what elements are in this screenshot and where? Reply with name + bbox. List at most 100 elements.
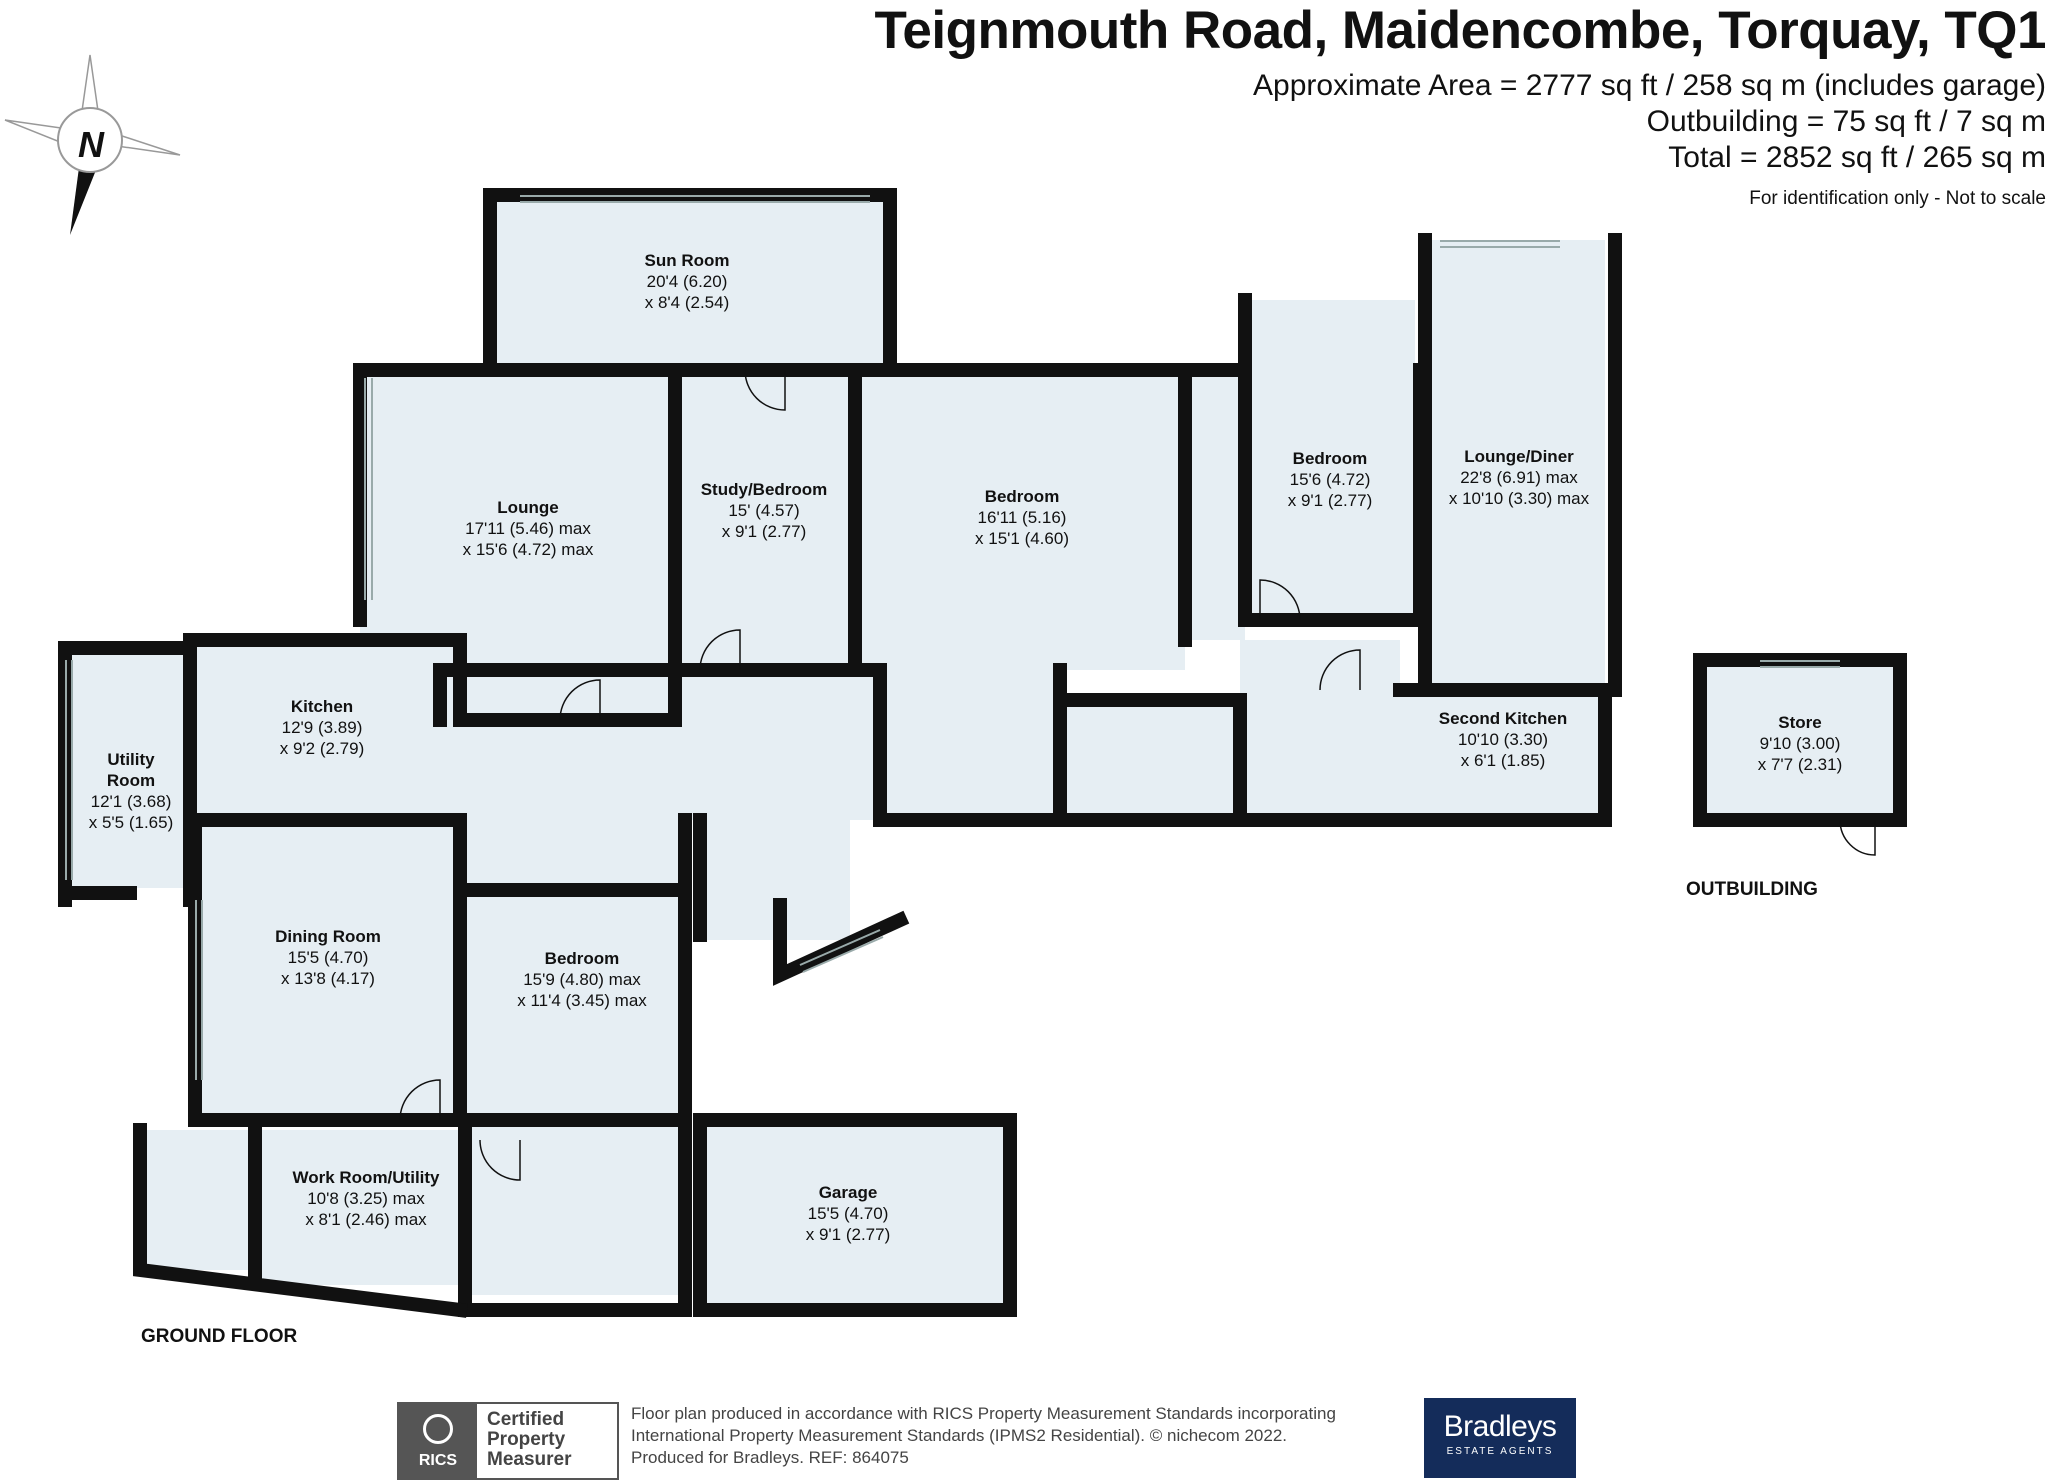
garage-walls bbox=[693, 1113, 1017, 1317]
room-dim: 22'8 (6.91) max bbox=[1460, 468, 1578, 487]
cupboards-area bbox=[1185, 370, 1245, 640]
outbuilding-label: OUTBUILDING bbox=[1686, 879, 1818, 900]
room-dim: 10'10 (3.30) bbox=[1457, 730, 1549, 749]
sun-room-area bbox=[490, 195, 890, 365]
room-dim: x 8'1 (2.46) max bbox=[305, 1210, 427, 1229]
room-dim: 12'9 (3.89) bbox=[281, 718, 363, 737]
room-dim: x 15'1 (4.60) bbox=[975, 529, 1069, 548]
room-name: Dining Room bbox=[275, 927, 381, 946]
rics-line: Certified bbox=[487, 1409, 565, 1430]
rics-logo: RICS bbox=[399, 1404, 477, 1478]
room-label-utility-room: Utility Room 12'1 (3.68) x 5'5 (1.65) bbox=[86, 749, 176, 833]
rics-badge: RICS Certified Property Measurer bbox=[397, 1402, 619, 1480]
study-area bbox=[670, 370, 855, 670]
room-name: Utility Room bbox=[106, 750, 156, 790]
ground-floor-label: GROUND FLOOR bbox=[141, 1326, 298, 1347]
second-kitchen-area bbox=[1400, 690, 1605, 815]
room-name: Study/Bedroom bbox=[700, 480, 828, 499]
lounge-diner-area bbox=[1425, 240, 1605, 690]
door-swing bbox=[1319, 649, 1361, 691]
room-dim: x 15'6 (4.72) max bbox=[462, 540, 594, 559]
room-name: Garage bbox=[818, 1183, 878, 1202]
rics-badge-text: Certified Property Measurer bbox=[477, 1404, 572, 1478]
room-dim: x 5'5 (1.65) bbox=[88, 813, 174, 832]
room-dim: 9'10 (3.00) bbox=[1759, 734, 1841, 753]
compass-rose-icon bbox=[4, 54, 181, 235]
bath-3-walls bbox=[453, 1113, 692, 1317]
agent-logo: Bradleys ESTATE AGENTS bbox=[1424, 1398, 1576, 1478]
rics-line: Property bbox=[487, 1429, 566, 1450]
footer-line: Produced for Bradleys. REF: 864075 bbox=[631, 1448, 909, 1467]
room-dim: 15'5 (4.70) bbox=[807, 1204, 889, 1223]
agent-name: Bradleys bbox=[1443, 1410, 1557, 1443]
room-name: Bedroom bbox=[544, 949, 620, 968]
work-room-walls bbox=[133, 1123, 468, 1318]
south-wall-east bbox=[873, 683, 1612, 827]
area-line: Total = 2852 sq ft / 265 sq m bbox=[1668, 141, 2046, 174]
room-dim: 17'11 (5.46) max bbox=[465, 519, 591, 538]
room-dim: 16'11 (5.16) bbox=[977, 508, 1067, 527]
room-name: Work Room/Utility bbox=[292, 1168, 440, 1187]
room-dim: 15'6 (4.72) bbox=[1289, 470, 1371, 489]
sun-room-window bbox=[520, 195, 870, 203]
room-label-garage: Garage 15'5 (4.70) x 9'1 (2.77) bbox=[806, 1182, 891, 1245]
room-name: Bedroom bbox=[1292, 449, 1368, 468]
bathroom-3-area bbox=[465, 1120, 685, 1295]
dining-room-area bbox=[195, 820, 460, 1120]
hall-walls bbox=[433, 663, 887, 827]
room-dim: x 9'1 (2.77) bbox=[1287, 491, 1373, 510]
store-cupboard-area bbox=[140, 1130, 255, 1270]
bedroom-1-area bbox=[855, 370, 1185, 670]
room-name: Store bbox=[1778, 713, 1822, 732]
room-dim: 15'9 (4.80) max bbox=[523, 970, 641, 989]
area-summary: Approximate Area = 2777 sq ft / 258 sq m… bbox=[1253, 68, 2046, 176]
store-window bbox=[1760, 660, 1840, 668]
door-swing bbox=[1259, 579, 1301, 621]
room-label-store: Store 9'10 (3.00) x 7'7 (2.31) bbox=[1758, 712, 1843, 775]
footer-disclaimer: Floor plan produced in accordance with R… bbox=[631, 1403, 1336, 1469]
room-dim: x 6'1 (1.85) bbox=[1460, 751, 1546, 770]
compass-north-letter: N bbox=[78, 124, 104, 165]
room-dim: 15'5 (4.70) bbox=[287, 948, 369, 967]
utility-room-area bbox=[65, 648, 190, 888]
room-label-bedroom-1: Bedroom 16'11 (5.16) x 15'1 (4.60) bbox=[975, 486, 1069, 549]
rics-abbr: RICS bbox=[418, 1452, 458, 1469]
bath-2-walls bbox=[1053, 663, 1247, 827]
door-swing bbox=[399, 1079, 441, 1121]
rics-line: Measurer bbox=[487, 1449, 572, 1470]
kitchen-area bbox=[195, 640, 460, 820]
lounge-window bbox=[364, 378, 373, 600]
door-swing bbox=[699, 629, 741, 671]
room-name: Sun Room bbox=[644, 251, 730, 270]
room-dim: 20'4 (6.20) bbox=[646, 272, 728, 291]
room-dim: 10'8 (3.25) max bbox=[307, 1189, 425, 1208]
bath-1-area bbox=[880, 670, 1060, 820]
utility-window bbox=[65, 660, 73, 880]
rics-emblem-icon bbox=[423, 1414, 453, 1444]
store-area bbox=[1700, 660, 1900, 820]
hall-area bbox=[440, 670, 880, 820]
footer-line: Floor plan produced in accordance with R… bbox=[631, 1404, 1336, 1423]
door-swing bbox=[744, 369, 786, 411]
room-name: Lounge bbox=[497, 498, 559, 517]
room-label-bedroom-2: Bedroom 15'6 (4.72) x 9'1 (2.77) bbox=[1288, 448, 1373, 511]
room-dim: x 11'4 (3.45) max bbox=[517, 991, 647, 1010]
room-label-dining-room: Dining Room 15'5 (4.70) x 13'8 (4.17) bbox=[275, 926, 381, 989]
room-label-study-bedroom: Study/Bedroom 15' (4.57) x 9'1 (2.77) bbox=[701, 479, 828, 542]
room-dim: 15' (4.57) bbox=[728, 501, 800, 520]
footer-line: International Property Measurement Stand… bbox=[631, 1426, 1288, 1445]
room-label-work-room: Work Room/Utility 10'8 (3.25) max x 8'1 … bbox=[292, 1167, 439, 1230]
door-swing bbox=[559, 679, 601, 721]
room-label-sun-room: Sun Room 20'4 (6.20) x 8'4 (2.54) bbox=[645, 250, 730, 313]
identification-note: For identification only - Not to scale bbox=[1749, 188, 2046, 209]
room-label-bedroom-3: Bedroom 15'9 (4.80) max x 11'4 (3.45) ma… bbox=[517, 948, 647, 1011]
room-dim: x 13'8 (4.17) bbox=[281, 969, 375, 988]
lobby-area bbox=[1240, 640, 1400, 820]
area-line: Outbuilding = 75 sq ft / 7 sq m bbox=[1646, 105, 2046, 138]
room-label-second-kitchen: Second Kitchen 10'10 (3.30) x 6'1 (1.85) bbox=[1439, 708, 1567, 771]
room-name: Second Kitchen bbox=[1438, 709, 1568, 728]
room-dim: x 10'10 (3.30) max bbox=[1448, 489, 1590, 508]
dining-window bbox=[195, 900, 203, 1080]
work-room-area bbox=[255, 1130, 460, 1285]
